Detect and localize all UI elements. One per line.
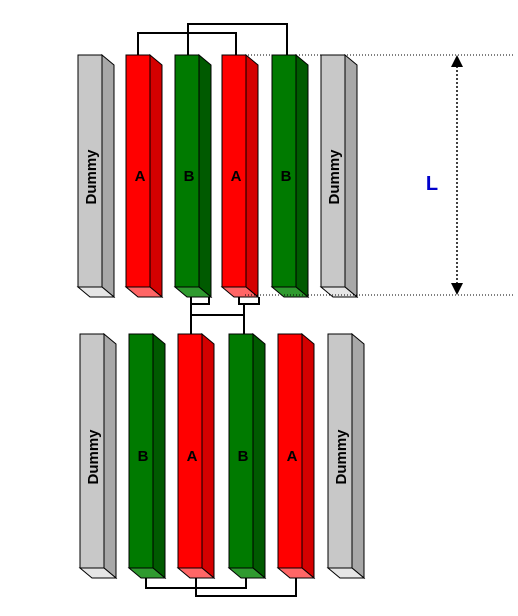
bottom-row-bar-label-1: Dummy — [85, 429, 102, 485]
dimension-arrow-up-icon — [451, 55, 463, 67]
dimension-arrow-down-icon — [451, 283, 463, 295]
bar-side-face — [103, 332, 117, 580]
bar-bottom-face — [227, 567, 267, 579]
top-row-array: Dummy A B A B Dummy — [76, 53, 359, 299]
wire-bottom-a-link — [195, 578, 297, 597]
bar-bottom-face — [76, 286, 116, 298]
bar-side-face — [198, 53, 212, 299]
bottom-row-bar-6: Dummy — [326, 332, 366, 580]
bar-side-face — [252, 332, 266, 580]
bar-bottom-face — [276, 567, 316, 579]
dimension-l-annotation: L — [245, 54, 515, 296]
top-row-bar-5: B — [270, 53, 310, 299]
top-row-bar-2: A — [124, 53, 164, 299]
bottom-row-bar-3: A — [176, 332, 216, 580]
top-row-bar-label-6: Dummy — [326, 149, 343, 205]
bar-side-face — [149, 53, 163, 299]
bar-side-face — [101, 53, 115, 299]
bottom-row-bar-label-4: B — [238, 448, 249, 465]
bar-side-face — [245, 53, 259, 299]
top-row-bar-6: Dummy — [319, 53, 359, 299]
bottom-row-bar-1: Dummy — [78, 332, 118, 580]
top-row-bar-label-2: A — [135, 168, 146, 185]
bar-bottom-face — [326, 567, 366, 579]
bottom-row-bar-5: A — [276, 332, 316, 580]
bar-side-face — [295, 53, 309, 299]
bar-bottom-face — [124, 286, 164, 298]
top-row-bar-label-1: Dummy — [83, 149, 100, 205]
bottom-row-bar-label-2: B — [138, 448, 149, 465]
bar-bottom-face — [127, 567, 167, 579]
bar-side-face — [152, 332, 166, 580]
top-row-bar-label-4: A — [231, 168, 242, 185]
wire-top-a-bottom-jumper — [238, 297, 260, 305]
bar-bottom-face — [176, 567, 216, 579]
bar-side-face — [344, 53, 358, 299]
top-row-bar-3: B — [173, 53, 213, 299]
top-row-bar-1: Dummy — [76, 53, 116, 299]
bar-side-face — [301, 332, 315, 580]
top-row-bar-label-3: B — [184, 168, 195, 185]
bar-bottom-face — [78, 567, 118, 579]
top-row-interconnect-wires — [137, 23, 288, 56]
bar-bottom-face — [173, 286, 213, 298]
top-row-bar-4: A — [220, 53, 260, 299]
top-row-bar-label-5: B — [281, 168, 292, 185]
bottom-row-bar-label-3: A — [187, 448, 198, 465]
bar-side-face — [201, 332, 215, 580]
dimension-label: L — [426, 173, 438, 195]
bottom-row-bar-4: B — [227, 332, 267, 580]
bottom-row-bar-2: B — [127, 332, 167, 580]
wire-top-b-link — [187, 23, 288, 56]
bottom-row-bar-label-5: A — [287, 448, 298, 465]
bar-side-face — [351, 332, 365, 580]
wire-top-b-bottom-jumper — [190, 297, 210, 305]
bottom-row-array: Dummy B A B A Dummy — [78, 332, 366, 580]
middle-interconnect-wires — [190, 297, 260, 334]
bottom-row-bar-label-6: Dummy — [333, 429, 350, 485]
bottom-row-interconnect-wires — [145, 578, 297, 597]
